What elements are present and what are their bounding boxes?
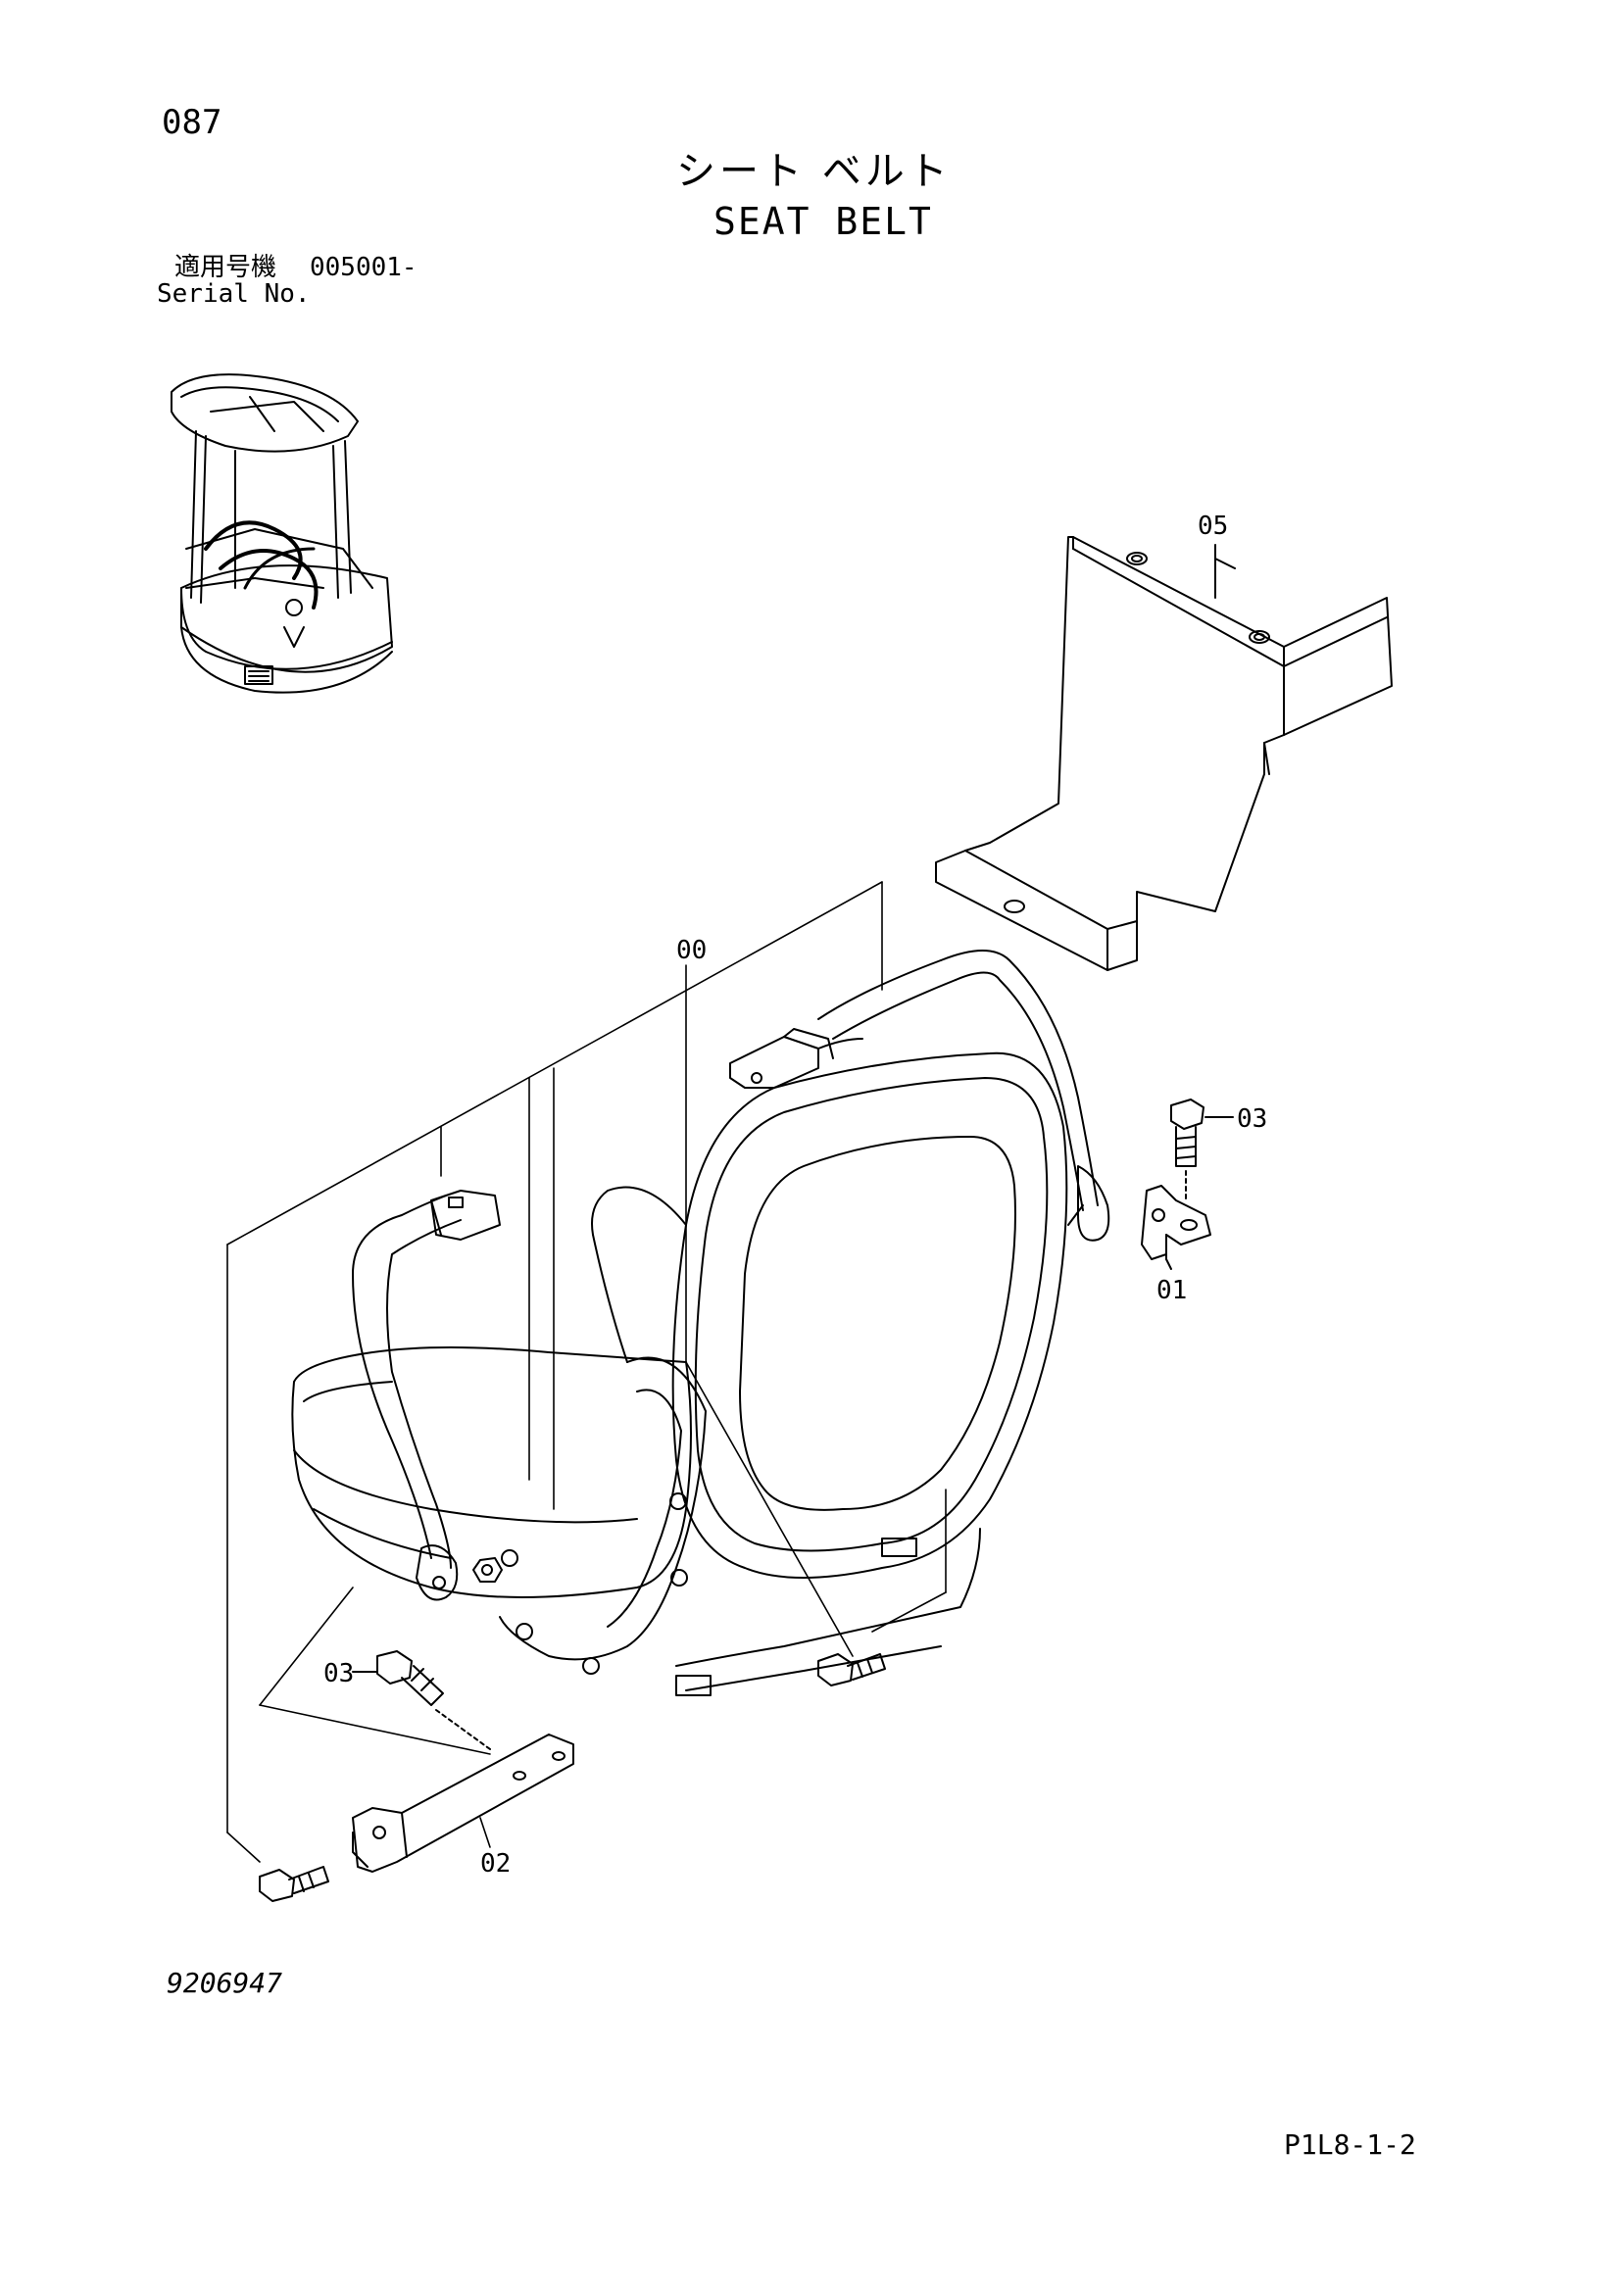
- callout-03-upper: 03: [1237, 1104, 1267, 1134]
- anchor-bracket-01: [1141, 1185, 1211, 1270]
- machine-overview-illustration: [171, 373, 393, 694]
- serial-label-english: Serial No.: [157, 279, 311, 309]
- title-english: SEAT BELT: [713, 200, 933, 243]
- serial-number-value: 005001-: [310, 253, 418, 282]
- callout-05: 05: [1198, 512, 1228, 541]
- bolt-03-lower: [352, 1650, 491, 1750]
- callout-01: 01: [1156, 1276, 1187, 1305]
- drawing-number: 9206947: [167, 1967, 283, 1999]
- leader-lines-00: [226, 881, 947, 1863]
- bolt-front-left: [259, 1866, 329, 1902]
- serial-label-japanese: 適用号機: [174, 253, 277, 282]
- bolt-03-upper: [1170, 1099, 1234, 1201]
- callout-02: 02: [480, 1849, 511, 1879]
- mounting-bracket-02: [352, 1734, 574, 1873]
- bolt-seat-right: [817, 1653, 886, 1686]
- bracket-plate-05: [935, 536, 1393, 971]
- seat-assembly-00: [291, 1051, 1068, 1696]
- sheet-code: P1L8-1-2: [1284, 2128, 1416, 2161]
- page-number: 087: [162, 103, 222, 142]
- callout-00: 00: [676, 936, 707, 965]
- callout-03-lower: 03: [323, 1659, 354, 1688]
- seat-belt-webbing: [352, 950, 1110, 1601]
- title-japanese: シート ベルト: [676, 149, 952, 194]
